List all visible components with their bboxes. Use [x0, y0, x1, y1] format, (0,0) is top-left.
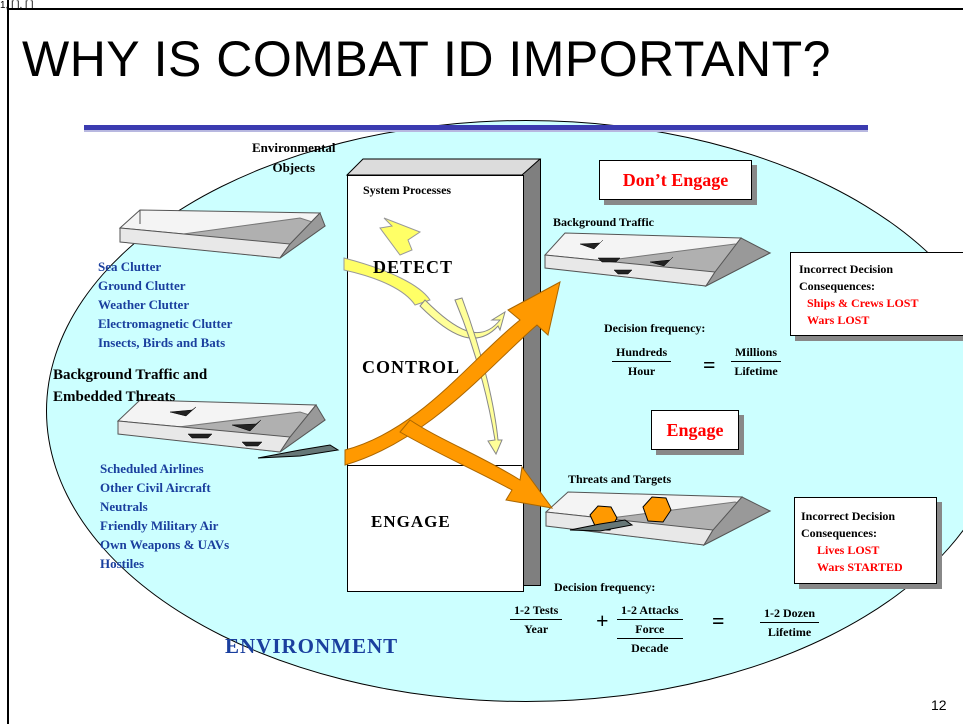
fraction-denominator: Year [524, 622, 549, 636]
list-item: Electromagnetic Clutter [98, 316, 233, 331]
engage-decision-arrow [344, 281, 561, 509]
corner-label: 1, [ ], [ ] [0, 0, 34, 11]
consequences-list: Lives LOST Wars STARTED [817, 542, 903, 576]
page-number: 12 [931, 697, 947, 713]
threats-targets-scene-label: Threats and Targets [568, 472, 672, 486]
environmental-objects-line: Objects [272, 160, 316, 175]
attacks-per-force-decade-fraction: 1-2 Attacks Force Decade [617, 601, 683, 657]
aircraft-icon [231, 419, 262, 432]
hundreds-per-hour-fraction: Hundreds Hour [612, 343, 672, 380]
detect-label: DETECT [373, 257, 454, 277]
fraction-numerator: 1-2 Attacks [617, 601, 683, 620]
consequences-title: Incorrect Decision Consequences: [801, 508, 895, 542]
environmental-objects-line: Environmental [252, 140, 336, 155]
decision-frequency-label: Decision frequency: [554, 580, 656, 594]
fraction-numerator: 1-2 Tests [510, 601, 563, 620]
engage-callout: Engage [651, 410, 739, 450]
fraction-numerator: 1-2 Dozen [760, 604, 819, 623]
fraction-denominator: Decade [631, 641, 669, 655]
list-item: Neutrals [100, 499, 148, 514]
plus-sign: + [596, 608, 609, 633]
list-item: Weather Clutter [98, 297, 190, 312]
dont-engage-callout: Don’t Engage [599, 160, 752, 200]
aircraft-icon [649, 256, 674, 267]
list-item: Sea Clutter [98, 259, 162, 274]
list-item: Friendly Military Air [100, 518, 219, 533]
ship-icon [241, 441, 263, 447]
ship-icon [187, 433, 213, 439]
consequences-box-engage: Incorrect Decision Consequences: Lives L… [794, 497, 937, 584]
list-item: Own Weapons & UAVs [100, 537, 230, 552]
decision-frequency-label: Decision frequency: [604, 321, 706, 335]
list-item: Ground Clutter [98, 278, 186, 293]
system-box-divider [347, 465, 522, 466]
equals-sign: = [703, 352, 716, 377]
control-label: CONTROL [362, 357, 461, 377]
target-hexagon-icon [642, 496, 672, 523]
environment-label: ENVIRONMENT [225, 634, 399, 658]
environmental-objects-label: Environmental Objects [252, 138, 336, 178]
background-traffic-scene-right [543, 232, 772, 288]
system-processes-label: System Processes [363, 183, 452, 197]
consequences-title-line: Incorrect Decision [799, 262, 894, 276]
consequences-list: Ships & Crews LOST Wars LOST [807, 295, 918, 329]
consequence-item: Ships & Crews LOST [807, 296, 919, 310]
background-traffic-scene-label: Background Traffic [553, 215, 655, 229]
consequences-title-line: Consequences: [801, 526, 878, 540]
consequences-title-line: Incorrect Decision [801, 509, 896, 523]
fraction-denominator: Hour [627, 364, 656, 378]
traffic-list: Scheduled Airlines Other Civil Aircraft … [100, 459, 229, 573]
title-rule [84, 125, 868, 130]
consequences-title-line: Consequences: [799, 279, 876, 293]
list-item: Scheduled Airlines [100, 461, 204, 476]
fraction-numerator: Hundreds [612, 343, 672, 362]
consequences-box-dont-engage: Incorrect Decision Consequences: Ships &… [790, 252, 963, 336]
ship-icon [613, 269, 633, 275]
slide-title: WHY IS COMBAT ID IMPORTANT? [22, 31, 831, 87]
millions-per-lifetime-fraction: Millions Lifetime [731, 343, 782, 380]
aircraft-icon [579, 239, 604, 250]
heading-line: Background Traffic and [53, 367, 208, 383]
list-item: Other Civil Aircraft [100, 480, 211, 495]
consequence-item: Wars LOST [807, 313, 870, 327]
consequences-title: Incorrect Decision Consequences: [799, 261, 893, 295]
aircraft-icon [169, 406, 197, 417]
clutter-scene [118, 209, 327, 259]
detect-arrow [343, 217, 431, 306]
fraction-denominator: Force [617, 620, 683, 639]
ship-icon [597, 257, 621, 263]
clutter-list: Sea Clutter Ground Clutter Weather Clutt… [98, 257, 232, 352]
consequence-item: Wars STARTED [817, 560, 903, 574]
list-item: Hostiles [100, 556, 145, 571]
tests-per-year-fraction: 1-2 Tests Year [510, 601, 563, 638]
fraction-numerator: Millions [731, 343, 782, 362]
background-traffic-heading: Background Traffic and Embedded Threats [53, 364, 207, 408]
engage-process-label: ENGAGE [371, 512, 451, 531]
list-item: Insects, Birds and Bats [98, 335, 226, 350]
fighter-jet-icon [257, 444, 340, 459]
dozen-per-lifetime-fraction: 1-2 Dozen Lifetime [760, 604, 819, 641]
equals-sign: = [712, 608, 725, 633]
fraction-denominator: Lifetime [734, 364, 778, 378]
frame-left-border [7, 0, 9, 724]
system-processes-box [347, 175, 524, 592]
fraction-denominator: Lifetime [767, 625, 812, 639]
consequence-item: Lives LOST [817, 543, 880, 557]
heading-line: Embedded Threats [53, 389, 176, 405]
target-jet-icon [569, 519, 634, 532]
frame-top-border [7, 8, 963, 10]
